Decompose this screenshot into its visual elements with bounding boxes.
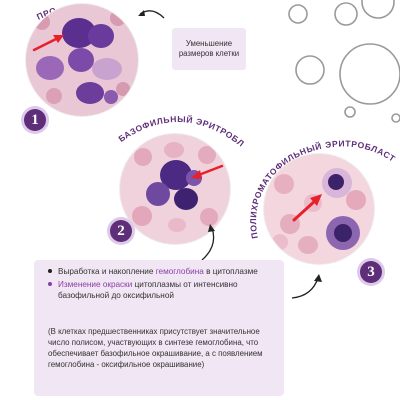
cell-size-note: Уменьшение размеров клетки [172, 28, 246, 70]
stage1-number-badge: 1 [24, 109, 46, 131]
stage2-micrograph [120, 134, 230, 244]
stage2-number-badge: 2 [110, 220, 132, 242]
stage3-micrograph [264, 154, 374, 264]
feature-list: Выработка и накопление гемоглобина в цит… [48, 266, 276, 303]
curved-arrow-to-stage3 [201, 224, 215, 261]
stage2-pointer-arrow [191, 164, 224, 179]
explanation-paragraph: (В клетках предшественниках присутствует… [48, 327, 263, 369]
bullet-dot [48, 282, 52, 286]
list-item: Выработка и накопление гемоглобина в цит… [48, 266, 276, 277]
decorative-circles [288, 0, 400, 123]
description-panel: Выработка и накопление гемоглобина в цит… [34, 260, 284, 396]
stage3-pointer-arrow [292, 194, 322, 222]
curved-arrow-panel-to-stage3 [291, 274, 322, 299]
stage1-pointer-arrow [32, 35, 64, 52]
curved-arrow-to-note [138, 10, 165, 19]
list-item: Изменение окраски цитоплазмы от интенсив… [48, 279, 276, 301]
stage1-micrograph [26, 4, 138, 116]
bullet-dot [48, 269, 52, 273]
stage3-number-badge: 3 [360, 261, 382, 283]
